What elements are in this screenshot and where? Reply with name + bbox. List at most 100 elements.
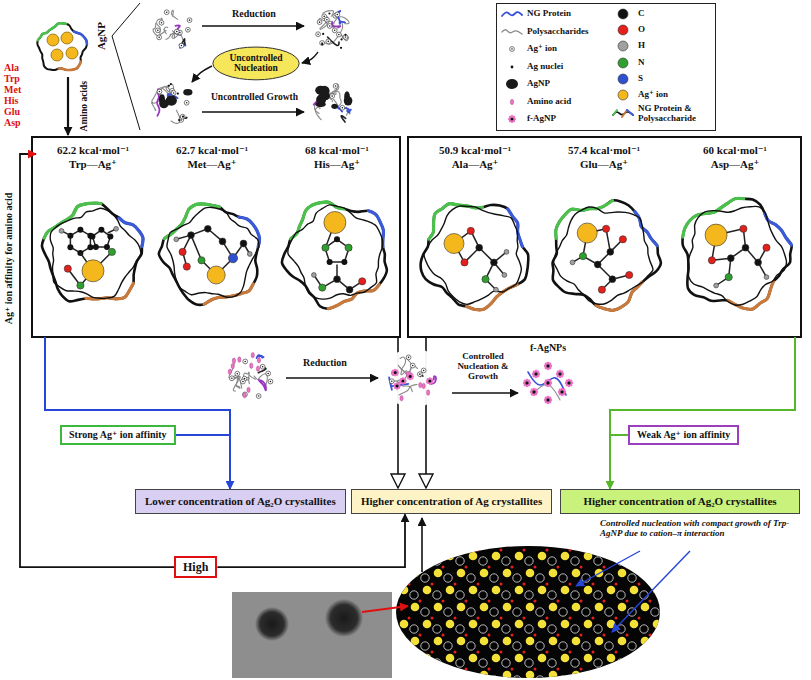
- atom: [725, 274, 732, 281]
- ag-ion: [335, 12, 340, 17]
- oxygen-atom: [615, 549, 618, 552]
- atom: [346, 286, 353, 293]
- ag-atom: [618, 671, 627, 680]
- ag-ion-dot: [186, 102, 188, 104]
- ag-ion: [389, 379, 394, 384]
- ag-atom: [503, 671, 512, 680]
- ag-ion: [317, 20, 322, 25]
- protein-loop: [553, 200, 661, 310]
- ag-atom: [457, 671, 466, 680]
- oxygen-atom: [603, 668, 606, 671]
- atom: [207, 266, 225, 284]
- protein-shape: [414, 142, 536, 334]
- polysaccharide: [532, 384, 560, 400]
- ag-ion: [51, 49, 63, 61]
- aromatic-ring: [513, 642, 521, 650]
- oxygen-atom: [546, 583, 549, 586]
- ag-ion-dot: [327, 41, 329, 43]
- annotation-label: Glu: [4, 106, 20, 117]
- protein-segment: [44, 203, 101, 238]
- ag-ion-dot: [258, 395, 260, 397]
- ag-atom: [561, 586, 570, 595]
- aromatic-ring: [490, 608, 498, 616]
- ag-ion: [421, 368, 426, 373]
- affinity-line: [610, 337, 795, 436]
- aromatic-ring: [479, 625, 487, 633]
- atom: [64, 265, 71, 272]
- result-box: Lower concentration of Ag₂O crystallites: [135, 489, 346, 514]
- ag-atom: [515, 620, 524, 629]
- legend-item: NG Protein: [500, 7, 571, 21]
- oxygen-atom: [511, 566, 514, 569]
- atom: [324, 212, 346, 234]
- node-text: 62.7 kcal·mol⁻¹: [155, 144, 269, 158]
- node-text: 60 kcal·mol⁻¹: [673, 144, 797, 158]
- polysaccharide: [171, 110, 180, 123]
- ag-ion: [327, 24, 332, 29]
- particle-ground: [522, 357, 574, 409]
- protein-loop: [159, 204, 260, 305]
- atom: [204, 225, 211, 232]
- ag-atom: [641, 637, 650, 646]
- atom: [742, 244, 749, 251]
- ag-atom: [538, 620, 547, 629]
- particle-ground: [146, 4, 198, 56]
- legend-sample-line: [627, 110, 633, 115]
- ng-protein: [528, 372, 566, 395]
- oxygen-atom: [465, 634, 468, 637]
- legend-sample: [611, 56, 635, 70]
- aromatic-ring: [536, 608, 544, 616]
- ag-ion-dot: [338, 34, 340, 36]
- ag-atom: [515, 586, 524, 595]
- legend-item: N: [611, 56, 714, 70]
- oxygen-atom: [557, 668, 560, 671]
- ag-ion: [324, 17, 329, 22]
- binding-panel: 62.7 kcal·mol⁻¹Met—Ag⁺: [155, 142, 269, 334]
- atom: [607, 249, 614, 256]
- aromatic-ring: [663, 659, 671, 667]
- node-text: 62.2 kcal·mol⁻¹: [36, 144, 150, 158]
- atom: [755, 259, 762, 266]
- ag-atom: [584, 552, 593, 561]
- ring-bonds: [70, 230, 90, 253]
- oxygen-atom: [546, 651, 549, 654]
- ag-atom: [572, 671, 581, 680]
- ag-atom: [492, 654, 501, 663]
- f-agnp-core: [428, 379, 431, 382]
- f-agnp-core: [525, 381, 528, 384]
- protein-loop: [688, 206, 787, 305]
- legend-text: Polysaccharides: [527, 27, 589, 37]
- ag-ion-dot: [342, 107, 344, 109]
- aromatic-ring: [559, 608, 567, 616]
- ag-ion: [66, 47, 78, 59]
- legend-sample: [611, 88, 635, 102]
- annotation-label: His: [4, 95, 18, 106]
- ag-atom: [457, 603, 466, 612]
- legend-item: Polysaccharides: [500, 25, 589, 39]
- polysaccharide: [341, 35, 348, 41]
- oxygen-atom: [569, 651, 572, 654]
- aromatic-ring: [605, 676, 613, 680]
- aromatic-ring: [456, 557, 464, 565]
- aromatic-ring: [582, 642, 590, 650]
- ag-ion: [406, 355, 411, 360]
- ag-atom: [584, 586, 593, 595]
- ag-ion: [243, 359, 248, 364]
- reaction-arrow: [192, 66, 212, 82]
- legend-text: H: [638, 41, 714, 51]
- ag-atom: [538, 586, 547, 595]
- aromatic-ring: [571, 625, 579, 633]
- reaction-arrow: [452, 392, 518, 394]
- ag-atom: [538, 654, 547, 663]
- binding-panel: 62.2 kcal·mol⁻¹Trp—Ag⁺: [36, 142, 150, 334]
- polysaccharide: [153, 23, 166, 35]
- legend-sample: [611, 39, 635, 53]
- aromatic-ring: [605, 608, 613, 616]
- oxygen-atom: [649, 600, 652, 603]
- amino-acid: [250, 363, 253, 368]
- ag-atom: [423, 620, 432, 629]
- ag-atom: [434, 603, 443, 612]
- bond: [191, 235, 202, 260]
- ag-atom: [526, 569, 535, 578]
- legend-sample: [611, 72, 635, 86]
